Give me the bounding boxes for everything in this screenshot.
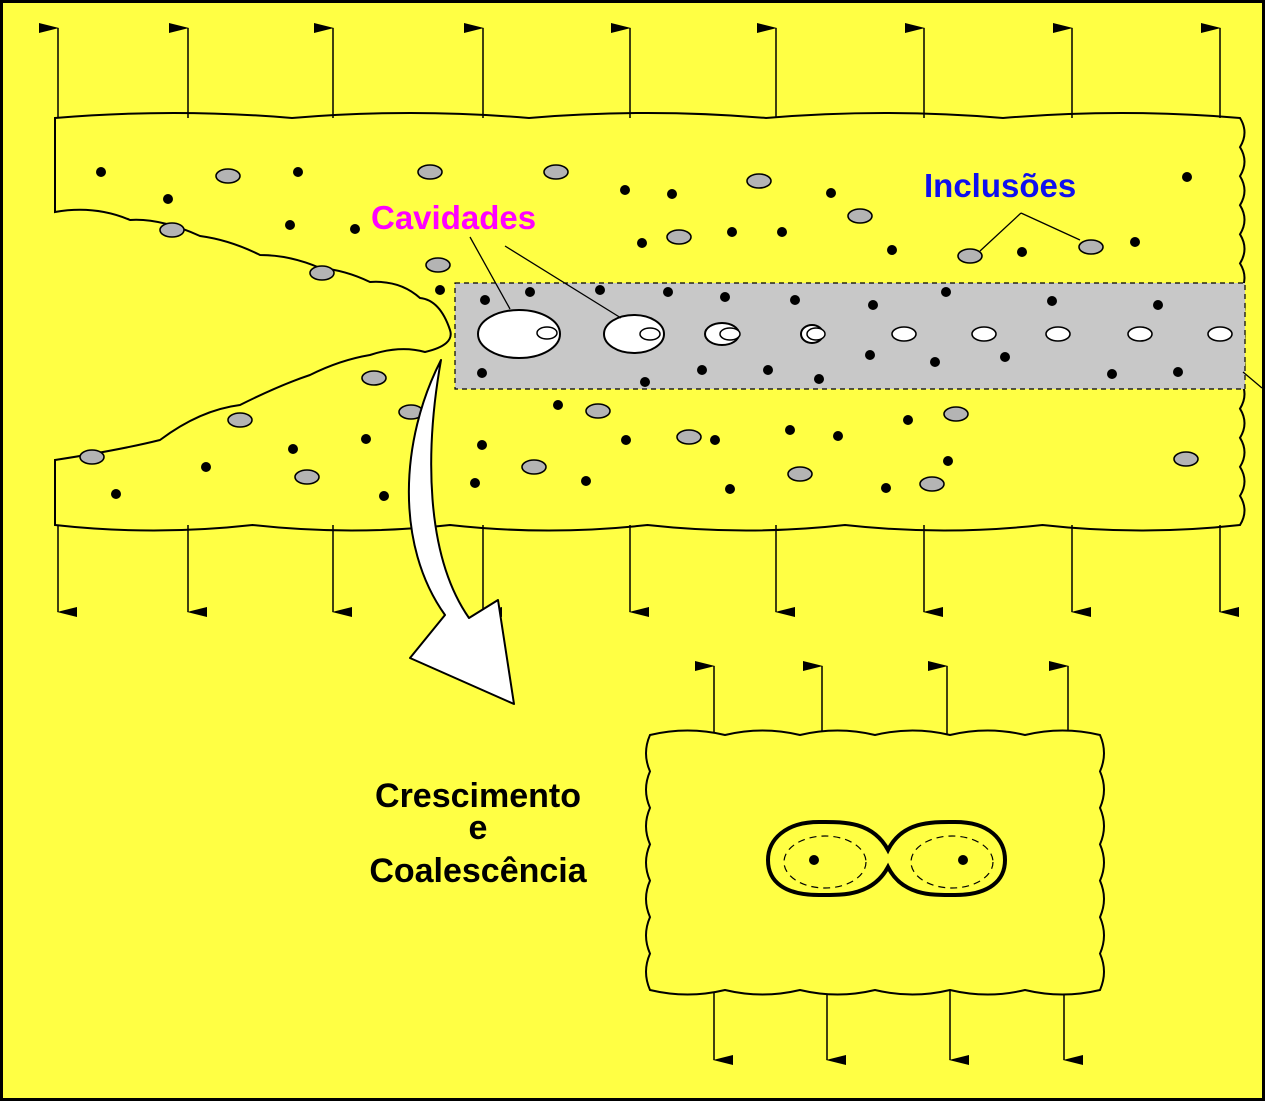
inclusion (958, 249, 982, 263)
inclusion (892, 327, 916, 341)
particle-dot (930, 357, 940, 367)
particle-dot (1173, 367, 1183, 377)
particle-dot (111, 489, 121, 499)
particle-dot (553, 400, 563, 410)
inclusion (586, 404, 610, 418)
inclusion (160, 223, 184, 237)
inclusion-dot (809, 855, 819, 865)
particle-dot (1047, 296, 1057, 306)
particle-dot (697, 365, 707, 375)
particle-dot (763, 365, 773, 375)
inclusion (1174, 452, 1198, 466)
particle-dot (640, 377, 650, 387)
particle-dot (477, 440, 487, 450)
inclusion (216, 169, 240, 183)
particle-dot (1107, 369, 1117, 379)
particle-dot (663, 287, 673, 297)
particle-dot (621, 435, 631, 445)
particle-dot (201, 462, 211, 472)
particle-dot (477, 368, 487, 378)
particle-dot (525, 287, 535, 297)
inclusion (1079, 240, 1103, 254)
growth-label-line3: Coalescência (369, 852, 587, 890)
particle-dot (790, 295, 800, 305)
particle-dot (470, 478, 480, 488)
zoom-element (646, 731, 1104, 995)
inclusion (537, 327, 557, 339)
particle-dot (725, 484, 735, 494)
inclusion (1208, 327, 1232, 341)
particle-dot (293, 167, 303, 177)
particle-dot (361, 434, 371, 444)
growth-label-line2: e (469, 809, 488, 847)
particle-dot (943, 456, 953, 466)
particle-dot (868, 300, 878, 310)
particle-dot (637, 238, 647, 248)
inclusion (848, 209, 872, 223)
inclusion (228, 413, 252, 427)
particle-dot (727, 227, 737, 237)
particle-dot (710, 435, 720, 445)
inclusion (418, 165, 442, 179)
inclusion (788, 467, 812, 481)
particle-dot (285, 220, 295, 230)
particle-dot (785, 425, 795, 435)
particle-dot (1130, 237, 1140, 247)
particle-dot (595, 285, 605, 295)
inclusion (944, 407, 968, 421)
inclusion (747, 174, 771, 188)
inclusion-dot (958, 855, 968, 865)
inclusion (920, 477, 944, 491)
particle-dot (667, 189, 677, 199)
particle-dot (865, 350, 875, 360)
cavities-label: Cavidades (371, 199, 536, 236)
inclusion (544, 165, 568, 179)
inclusion (80, 450, 104, 464)
inclusion (1046, 327, 1070, 341)
particle-dot (350, 224, 360, 234)
inclusion (295, 470, 319, 484)
particle-dot (941, 287, 951, 297)
inclusion (667, 230, 691, 244)
particle-dot (826, 188, 836, 198)
particle-dot (379, 491, 389, 501)
particle-dot (163, 194, 173, 204)
particle-dot (887, 245, 897, 255)
particle-dot (720, 292, 730, 302)
inclusion (310, 266, 334, 280)
particle-dot (1182, 172, 1192, 182)
inclusion (972, 327, 996, 341)
particle-dot (1000, 352, 1010, 362)
particle-dot (777, 227, 787, 237)
particle-dot (1017, 247, 1027, 257)
particle-dot (288, 444, 298, 454)
inclusion (522, 460, 546, 474)
zoom-element-outline (646, 731, 1104, 995)
particle-dot (435, 285, 445, 295)
inclusion (720, 328, 740, 340)
particle-dot (814, 374, 824, 384)
particle-dot (833, 431, 843, 441)
inclusion (807, 328, 825, 340)
particle-dot (96, 167, 106, 177)
inclusion (426, 258, 450, 272)
inclusion (362, 371, 386, 385)
particle-dot (480, 295, 490, 305)
inclusion (677, 430, 701, 444)
inclusion (1128, 327, 1152, 341)
inclusions-label: Inclusões (924, 167, 1076, 204)
particle-dot (620, 185, 630, 195)
particle-dot (1153, 300, 1163, 310)
inclusion (640, 328, 660, 340)
particle-dot (581, 476, 591, 486)
particle-dot (881, 483, 891, 493)
particle-dot (903, 415, 913, 425)
process-zone (455, 283, 1245, 389)
